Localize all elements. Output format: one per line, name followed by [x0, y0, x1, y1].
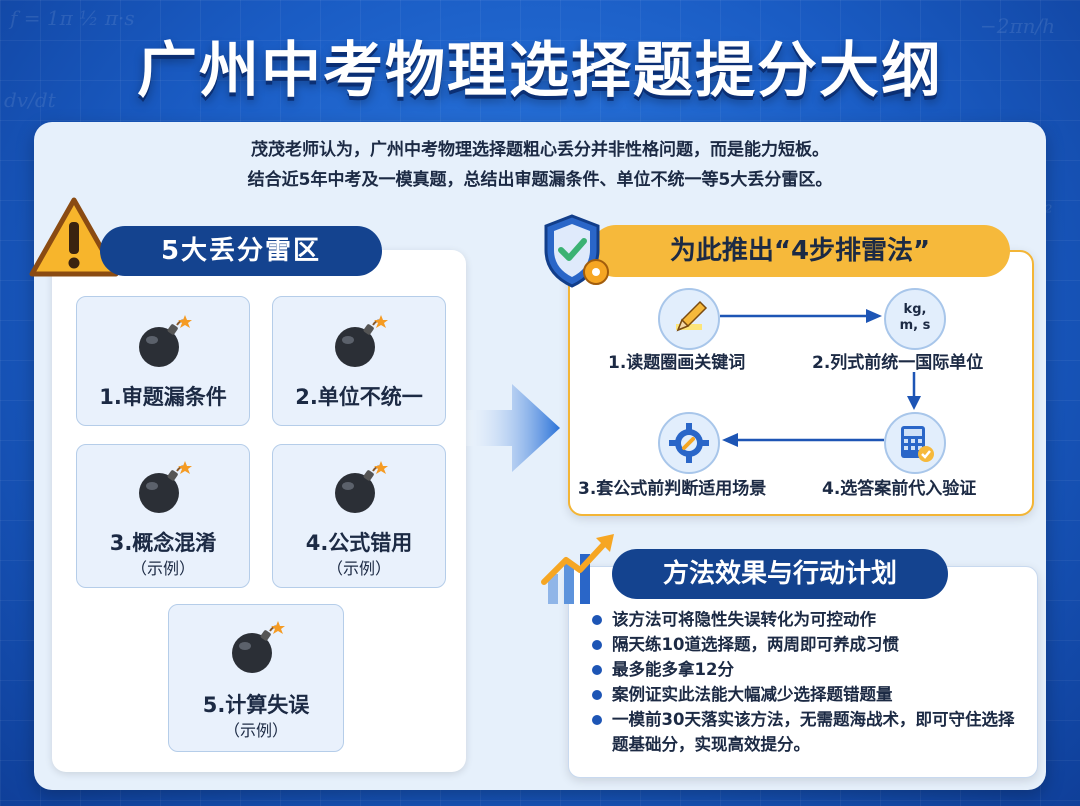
- list-item: 一模前30天落实该方法，无需题海战术，即可守住选择题基础分，实现高效提分。: [590, 707, 1030, 757]
- trap-card-4: 4.公式错用 （示例）: [272, 444, 446, 588]
- trap-sub-4: （示例）: [326, 559, 391, 578]
- background-formula-decoration: −2πn/h: [980, 14, 1056, 38]
- list-item: 最多能多拿12分: [590, 657, 1030, 682]
- trap-sub-3: （示例）: [130, 559, 195, 578]
- calculator-check-icon: [884, 412, 946, 474]
- step-label-1: 1.读题圈画关键词: [608, 353, 746, 373]
- trap-card-2: 2.单位不统一: [272, 296, 446, 426]
- gear-wrench-icon: [658, 412, 720, 474]
- step-arrow-left: [722, 433, 884, 447]
- trap-card-5: 5.计算失误 （示例）: [168, 604, 344, 752]
- trap-card-1: 1.审题漏条件: [76, 296, 250, 426]
- right-arrow-icon: [464, 384, 560, 472]
- intro-line-1: 茂茂老师认为，广州中考物理选择题粗心丢分并非性格问题，而是能力短板。: [251, 140, 829, 160]
- plan-list: 该方法可将隐性失误转化为可控动作 隔天练10道选择题，两周即可养成习惯 最多能多…: [590, 607, 1030, 757]
- bomb-icon: [335, 315, 388, 367]
- method-heading: 为此推出“4步排雷法”: [590, 225, 1010, 277]
- step-label-4: 4.选答案前代入验证: [822, 479, 977, 499]
- bomb-icon: [335, 461, 388, 513]
- trap-label-4: 4.公式错用: [305, 531, 413, 555]
- traps-heading: 5大丢分雷区: [100, 226, 382, 276]
- growth-chart-icon: [541, 534, 614, 604]
- intro-line-2: 结合近5年中考及一模真题，总结出审题漏条件、单位不统一等5大丢分雷区。: [247, 170, 833, 190]
- shield-check-icon: [544, 214, 609, 288]
- intro-text: 茂茂老师认为，广州中考物理选择题粗心丢分并非性格问题，而是能力短板。 结合近5年…: [0, 135, 1080, 195]
- bomb-icon: [139, 461, 192, 513]
- warning-triangle-icon: [29, 197, 119, 277]
- step-label-3: 3.套公式前判断适用场景: [578, 479, 767, 499]
- plan-heading: 方法效果与行动计划: [612, 549, 948, 599]
- page-title: 广州中考物理选择题提分大纲: [137, 36, 943, 106]
- list-item: 该方法可将隐性失误转化为可控动作: [590, 607, 1030, 632]
- plan-card: [568, 566, 1038, 778]
- trap-label-2: 2.单位不统一: [295, 385, 423, 409]
- step-arrow-right: [720, 309, 882, 323]
- background-formula-decoration: f = 1π ½ π·s: [10, 6, 135, 30]
- trap-card-3: 3.概念混淆 （示例）: [76, 444, 250, 588]
- trap-sub-5: （示例）: [223, 721, 288, 740]
- trap-label-5: 5.计算失误: [202, 693, 310, 717]
- background-formula-decoration: dv/dt: [4, 88, 56, 112]
- step-label-2: 2.列式前统一国际单位: [812, 353, 984, 373]
- list-item: 案例证实此法能大幅减少选择题错题量: [590, 682, 1030, 707]
- bomb-icon: [139, 315, 192, 367]
- list-item: 隔天练10道选择题，两周即可养成习惯: [590, 632, 1030, 657]
- step-arrow-down: [907, 372, 921, 410]
- pencil-icon: [658, 288, 720, 350]
- trap-label-3: 3.概念混淆: [109, 531, 217, 555]
- bomb-icon: [232, 621, 285, 673]
- trap-label-1: 1.审题漏条件: [99, 385, 227, 409]
- units-icon: kg,m, s: [884, 288, 946, 350]
